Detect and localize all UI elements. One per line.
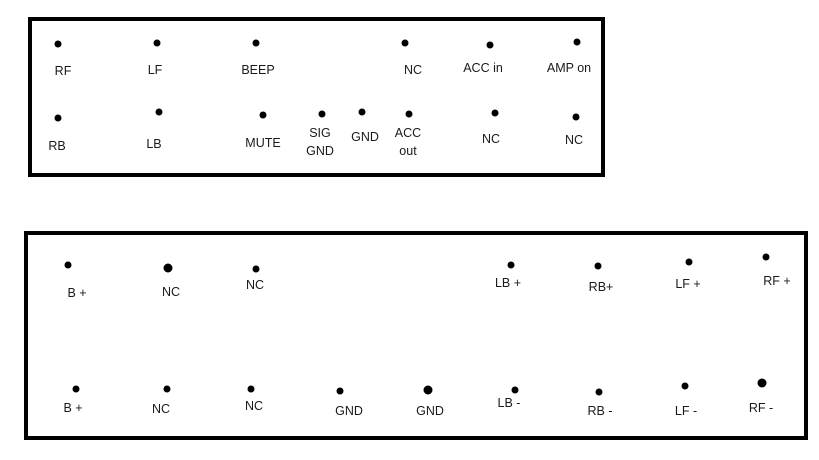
bottom-pin-4-label: LB + (494, 276, 522, 290)
top-pin-6-label: AMP on (546, 61, 592, 75)
top-pin-11-label: GND (351, 130, 379, 144)
top-pin-12-label: ACC out (394, 126, 422, 158)
bottom-pin-8-label: B + (63, 401, 83, 415)
top-connector-outline (28, 17, 605, 177)
top-pin-9-label: MUTE (245, 136, 281, 150)
top-pin-10-label: SIG GND (306, 126, 334, 158)
bottom-pin-2-label: NC (161, 285, 181, 299)
bottom-pin-15-dot (681, 382, 689, 390)
bottom-pin-5-label: RB+ (588, 280, 614, 294)
bottom-pin-12-label: GND (416, 404, 444, 418)
top-pin-13-label: NC (481, 132, 501, 146)
bottom-pin-4-dot (507, 261, 515, 269)
bottom-pin-8-dot (72, 385, 80, 393)
bottom-pin-6-dot (685, 258, 693, 266)
bottom-pin-2-dot (163, 263, 173, 273)
top-pin-5-dot (486, 41, 494, 49)
bottom-pin-16-dot (757, 378, 767, 388)
top-pin-14-dot (572, 113, 580, 121)
top-pin-5-label: ACC in (463, 61, 503, 75)
bottom-pin-3-label: NC (245, 278, 265, 292)
bottom-pin-16-label: RF - (748, 401, 774, 415)
bottom-connector-outline (24, 231, 808, 440)
bottom-pin-13-label: LB - (497, 396, 521, 410)
top-pin-6-dot (573, 38, 581, 46)
top-pin-8-dot (155, 108, 163, 116)
bottom-pin-11-dot (336, 387, 344, 395)
bottom-pin-15-label: LF - (674, 404, 698, 418)
bottom-pin-5-dot (594, 262, 602, 270)
top-pin-3-dot (252, 39, 260, 47)
bottom-pin-10-dot (247, 385, 255, 393)
top-pin-4-dot (401, 39, 409, 47)
top-pin-2-label: LF (147, 63, 163, 77)
top-pin-1-dot (54, 40, 62, 48)
top-pin-7-label: RB (48, 139, 66, 153)
top-pin-10-dot (318, 110, 326, 118)
top-pin-13-dot (491, 109, 499, 117)
bottom-pin-11-label: GND (335, 404, 363, 418)
top-pin-1-label: RF (54, 64, 72, 78)
bottom-pin-1-label: B + (67, 286, 87, 300)
top-pin-4-label: NC (403, 63, 423, 77)
bottom-pin-1-dot (64, 261, 72, 269)
top-pin-12-dot (405, 110, 413, 118)
bottom-pin-7-label: RF + (763, 274, 791, 288)
top-pin-3-label: BEEP (241, 63, 275, 77)
bottom-pin-14-label: RB - (587, 404, 613, 418)
top-pin-2-dot (153, 39, 161, 47)
bottom-pin-14-dot (595, 388, 603, 396)
bottom-pin-12-dot (423, 385, 433, 395)
bottom-pin-7-dot (762, 253, 770, 261)
bottom-pin-10-label: NC (244, 399, 264, 413)
top-pin-14-label: NC (564, 133, 584, 147)
bottom-pin-9-label: NC (151, 402, 171, 416)
top-pin-7-dot (54, 114, 62, 122)
bottom-pin-6-label: LF + (675, 277, 701, 291)
top-pin-9-dot (259, 111, 267, 119)
top-pin-11-dot (358, 108, 366, 116)
bottom-pin-3-dot (252, 265, 260, 273)
top-pin-8-label: LB (146, 137, 162, 151)
bottom-pin-13-dot (511, 386, 519, 394)
bottom-pin-9-dot (163, 385, 171, 393)
